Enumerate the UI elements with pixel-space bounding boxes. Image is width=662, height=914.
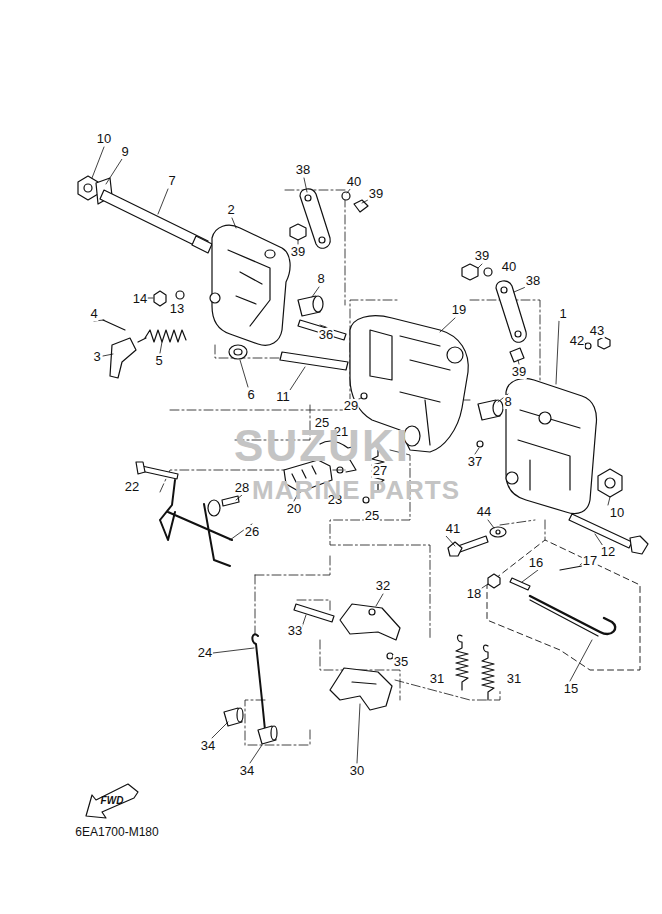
callout-number: 27 <box>372 464 388 478</box>
callout-number: 25 <box>314 416 330 430</box>
callout-number: 38 <box>525 274 541 288</box>
callout-number: 13 <box>169 302 185 316</box>
callout-number: 40 <box>501 260 517 274</box>
callout-number: 10 <box>609 506 625 520</box>
callout-number: 42 <box>569 334 585 348</box>
callout-number: 36 <box>318 328 334 342</box>
callout-number: 25 <box>364 509 380 523</box>
callout-number: 3 <box>92 350 101 364</box>
callout-number: 38 <box>295 163 311 177</box>
callout-number: 28 <box>234 481 250 495</box>
callout-number: 31 <box>429 672 445 686</box>
callout-number: 1 <box>558 307 567 321</box>
callout-number: 19 <box>451 303 467 317</box>
callout-number: 37 <box>467 455 483 469</box>
callout-number: 15 <box>563 682 579 696</box>
callout-number: 29 <box>343 399 359 413</box>
callout-number: 39 <box>368 187 384 201</box>
callout-number: 21 <box>333 425 349 439</box>
callout-number: 41 <box>445 522 461 536</box>
callout-number: 40 <box>346 175 362 189</box>
callout-number: 4 <box>89 307 98 321</box>
callout-number: 2 <box>226 203 235 217</box>
callout-number: 39 <box>511 365 527 379</box>
callout-number: 11 <box>275 390 291 404</box>
watermark: SUZUKI <box>233 439 411 453</box>
callout-number: 14 <box>132 292 148 306</box>
callout-number: 32 <box>375 579 391 593</box>
callout-number: 31 <box>506 672 522 686</box>
callout-number: 9 <box>120 145 129 159</box>
callout-number: 5 <box>154 354 163 368</box>
callout-number: 17 <box>582 554 598 568</box>
callout-number: 43 <box>589 324 605 338</box>
callout-number: 7 <box>167 174 176 188</box>
diagram-code: 6EA1700-M180 <box>74 825 159 839</box>
callout-number: 20 <box>286 502 302 516</box>
callout-number: 44 <box>476 505 492 519</box>
callout-number: 39 <box>474 249 490 263</box>
callout-number: 22 <box>124 480 140 494</box>
callout-number: 26 <box>244 525 260 539</box>
callout-number: 35 <box>393 655 409 669</box>
callout-number: 16 <box>528 556 544 570</box>
callout-number: 24 <box>197 646 213 660</box>
callout-number: 12 <box>600 545 616 559</box>
callout-number: 39 <box>290 245 306 259</box>
callout-number: 33 <box>287 624 303 638</box>
callout-number: 30 <box>349 764 365 778</box>
callout-number: 10 <box>96 132 112 146</box>
callout-number: 6 <box>246 388 255 402</box>
callout-number: 34 <box>239 764 255 778</box>
callout-number: 8 <box>316 272 325 286</box>
callout-number: 34 <box>200 739 216 753</box>
watermark: MARINE PARTS <box>251 483 461 497</box>
direction-mark: FWD <box>100 794 125 808</box>
callout-number: 8 <box>503 395 512 409</box>
callout-number: 18 <box>466 587 482 601</box>
